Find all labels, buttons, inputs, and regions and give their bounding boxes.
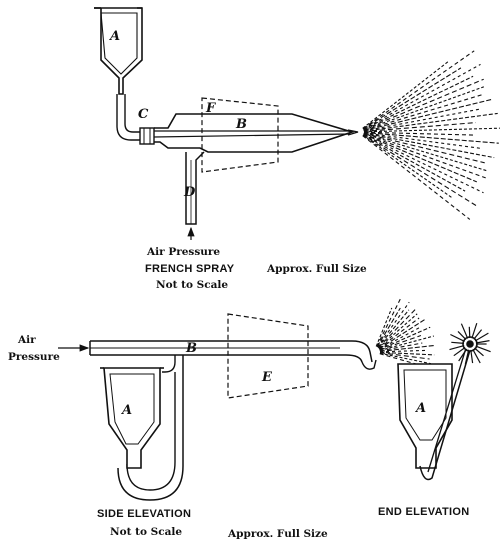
spray-line xyxy=(376,296,402,347)
label-f: F xyxy=(205,101,216,116)
spray-line xyxy=(473,329,483,340)
spray-line xyxy=(363,134,484,194)
side-reservoir-a xyxy=(103,367,161,469)
spray-line xyxy=(363,75,474,130)
spray-line xyxy=(363,63,481,130)
spray-line xyxy=(363,132,495,159)
spray-line xyxy=(376,307,401,348)
spray-line xyxy=(457,330,467,341)
spray-line xyxy=(378,319,425,350)
side-elevation-title: SIDE ELEVATION xyxy=(97,508,191,520)
label-e: E xyxy=(261,370,273,385)
spray-line xyxy=(377,309,416,349)
side-spray xyxy=(375,296,436,369)
top-approx-full-size: Approx. Full Size xyxy=(266,263,367,275)
spray-line xyxy=(379,352,432,365)
label-d: D xyxy=(183,185,196,200)
spray-line xyxy=(375,307,393,347)
label-b-bottom: B xyxy=(185,341,197,356)
spray-line xyxy=(363,78,484,131)
spray-line xyxy=(363,131,499,144)
spray-line xyxy=(460,323,469,339)
spray-line xyxy=(378,317,420,349)
spray-line xyxy=(379,334,422,351)
spray-line xyxy=(363,86,484,131)
air-label-line2: Pressure xyxy=(8,351,60,363)
spray-line xyxy=(363,132,482,149)
spray-line xyxy=(474,347,484,357)
spray-line xyxy=(363,98,493,132)
top-not-to-scale: Not to Scale xyxy=(156,279,228,291)
spray-line xyxy=(362,67,462,130)
fitting-c xyxy=(139,127,155,145)
french-spray-title: FRENCH SPRAY xyxy=(145,263,235,275)
spray-line xyxy=(468,326,471,339)
spray-line xyxy=(362,50,475,130)
label-c: C xyxy=(138,107,149,122)
spray-line xyxy=(363,131,476,136)
side-elevation-drawing xyxy=(58,313,377,501)
spray-line xyxy=(377,301,410,348)
spray-line xyxy=(458,348,468,362)
spray-line xyxy=(475,345,491,353)
spray-line xyxy=(379,352,430,360)
label-a-side: A xyxy=(120,403,132,418)
bottom-approx-full-size: Approx. Full Size xyxy=(227,528,328,540)
top-sprayer xyxy=(94,7,359,240)
spray-line xyxy=(362,134,479,208)
reservoir-a xyxy=(94,7,143,95)
air-pressure-caption: Air Pressure xyxy=(146,246,220,258)
label-a-end: A xyxy=(414,401,426,416)
spray-line xyxy=(362,135,471,220)
spray-line xyxy=(470,349,474,364)
end-reservoir-a xyxy=(397,363,453,469)
label-b-top: B xyxy=(235,117,247,132)
spray-line xyxy=(379,342,423,352)
air-tube-b xyxy=(90,340,373,363)
spray-line xyxy=(363,108,482,132)
spray-line xyxy=(363,132,485,164)
spray-line xyxy=(363,112,498,132)
air-label-line1: Air xyxy=(17,334,36,346)
spray-line xyxy=(362,134,453,199)
spray-line xyxy=(379,326,422,350)
dashed-box-e xyxy=(227,313,309,399)
air-pipe-d xyxy=(185,151,205,225)
spray-line xyxy=(362,61,449,129)
spray-line xyxy=(363,133,486,179)
spray-line xyxy=(363,134,466,192)
spray-line xyxy=(472,349,481,364)
end-elevation-title: END ELEVATION xyxy=(378,506,470,518)
spray-line xyxy=(474,332,489,342)
spray-line xyxy=(475,340,490,344)
spray-line xyxy=(363,127,500,133)
spray-line xyxy=(379,344,436,352)
spray-line xyxy=(363,122,476,133)
spray-line xyxy=(379,351,435,356)
spray-line xyxy=(450,333,465,342)
spray-line xyxy=(363,133,487,172)
spray-line xyxy=(378,313,418,349)
spray-line xyxy=(451,341,465,344)
end-spray-burst xyxy=(449,323,491,365)
label-a-top: A xyxy=(108,29,120,44)
spray-line xyxy=(363,133,478,183)
spray-line xyxy=(379,326,431,351)
spray-line xyxy=(464,349,470,365)
spray-line xyxy=(379,349,427,353)
spray-line xyxy=(377,309,410,348)
end-elevation-drawing xyxy=(397,336,478,481)
spray-line xyxy=(453,347,466,357)
spray-line xyxy=(379,335,435,352)
spray-line xyxy=(449,345,465,351)
sprayer-body xyxy=(154,113,355,153)
top-spray xyxy=(362,50,500,220)
dashed-box-f xyxy=(201,97,279,173)
bottom-not-to-scale: Not to Scale xyxy=(110,526,182,538)
spray-line xyxy=(471,323,478,339)
